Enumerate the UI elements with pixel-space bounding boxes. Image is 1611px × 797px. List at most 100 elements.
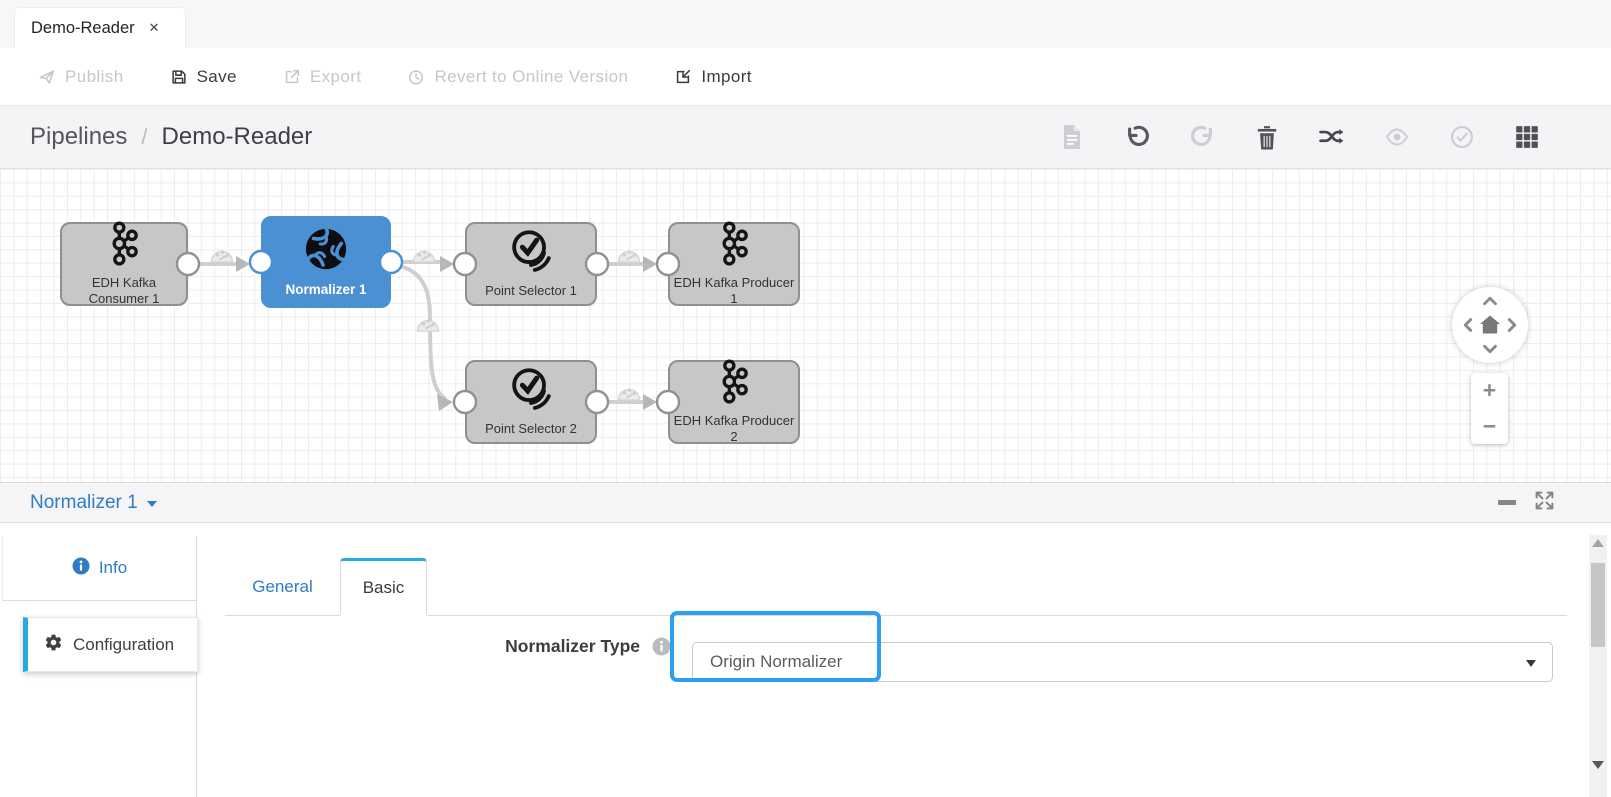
sidebar-item-info[interactable]: Info xyxy=(2,536,196,601)
validate-check-icon[interactable] xyxy=(1448,123,1476,151)
node-edh-kafka-producer-1[interactable]: EDH Kafka Producer 1 xyxy=(668,221,800,307)
kafka-icon xyxy=(107,221,141,270)
zoom-in-button[interactable]: + xyxy=(1482,377,1497,404)
scrollbar-thumb[interactable] xyxy=(1591,563,1605,647)
node-normalizer-1[interactable]: Normalizer 1 xyxy=(261,216,391,308)
breadcrumb-bar: Pipelines / Demo-Reader xyxy=(0,106,1611,169)
minimize-panel-icon[interactable] xyxy=(1498,500,1516,505)
arrowhead-icon xyxy=(643,256,657,272)
canvas-action-icons xyxy=(1058,106,1541,168)
save-label: Save xyxy=(196,66,237,86)
export-icon xyxy=(283,68,301,86)
sidebar-item-configuration[interactable]: Configuration xyxy=(23,617,198,672)
stage-panel-header: Normalizer 1 xyxy=(0,482,1611,523)
input-port[interactable] xyxy=(655,251,681,277)
input-port[interactable] xyxy=(452,389,478,415)
expand-panel-icon[interactable] xyxy=(1534,490,1555,516)
kafka-icon xyxy=(717,359,751,408)
home-icon[interactable] xyxy=(1477,312,1503,338)
pan-down-icon[interactable] xyxy=(1482,344,1498,357)
stage-selector[interactable]: Normalizer 1 xyxy=(30,483,157,522)
save-button[interactable]: Save xyxy=(170,67,237,87)
node-label: EDH Kafka Consumer 1 xyxy=(88,274,160,307)
close-icon[interactable]: ✕ xyxy=(148,20,160,35)
scroll-up-arrow-icon[interactable] xyxy=(1592,539,1604,547)
gauge-badge-icon xyxy=(617,387,641,401)
zoom-out-button[interactable]: − xyxy=(1482,412,1497,439)
import-icon xyxy=(674,68,692,86)
revert-button[interactable]: Revert to Online Version xyxy=(407,67,628,87)
sidebar-info-label: Info xyxy=(98,558,128,577)
arrowhead-icon xyxy=(643,394,657,410)
grid-view-icon[interactable] xyxy=(1513,123,1541,151)
normalizer-type-select[interactable]: Origin Normalizer xyxy=(692,642,1553,682)
pipeline-canvas[interactable]: EDH Kafka Consumer 1 Normalizer 1 Point … xyxy=(0,169,1611,482)
revert-label: Revert to Online Version xyxy=(434,66,629,86)
import-button[interactable]: Import xyxy=(674,67,752,87)
node-point-selector-2[interactable]: Point Selector 2 xyxy=(465,360,597,444)
stage-detail-panel: Info Configuration General Basic Normali… xyxy=(0,523,1611,797)
document-icon[interactable] xyxy=(1058,123,1086,151)
redo-icon[interactable] xyxy=(1188,123,1216,151)
preview-eye-icon[interactable] xyxy=(1383,123,1411,151)
canvas-navigator xyxy=(1452,287,1528,363)
node-label: Normalizer 1 xyxy=(285,281,367,297)
point-selector-check-icon xyxy=(509,367,553,415)
input-port[interactable] xyxy=(655,389,681,415)
tab-general[interactable]: General xyxy=(225,558,340,615)
panel-actions xyxy=(1498,483,1555,522)
pan-up-icon[interactable] xyxy=(1482,293,1498,306)
breadcrumb-pipelines-link[interactable]: Pipelines xyxy=(30,123,128,150)
sidebar-configuration-label: Configuration xyxy=(73,634,175,654)
export-label: Export xyxy=(309,66,362,86)
publish-button[interactable]: Publish xyxy=(38,67,124,87)
kafka-icon xyxy=(717,221,751,270)
output-port[interactable] xyxy=(584,389,610,415)
output-port[interactable] xyxy=(175,251,201,277)
zoom-controls: + − xyxy=(1471,373,1508,444)
input-port[interactable] xyxy=(452,251,478,277)
pan-right-icon[interactable] xyxy=(1507,317,1520,333)
node-edh-kafka-producer-2[interactable]: EDH Kafka Producer 2 xyxy=(668,359,800,445)
breadcrumb-separator: / xyxy=(141,124,148,149)
scroll-down-arrow-icon[interactable] xyxy=(1592,761,1604,769)
arrowhead-icon xyxy=(236,256,250,272)
tab-basic[interactable]: Basic xyxy=(340,558,427,615)
pan-left-icon[interactable] xyxy=(1460,317,1473,333)
pipeline-links-layer xyxy=(175,249,681,415)
arrowhead-icon xyxy=(437,394,453,411)
node-edh-kafka-consumer-1[interactable]: EDH Kafka Consumer 1 xyxy=(60,221,188,307)
publish-icon xyxy=(38,68,56,86)
node-label: EDH Kafka Producer 1 xyxy=(673,274,795,307)
node-label: Point Selector 2 xyxy=(485,420,577,436)
tab-divider xyxy=(427,615,1567,616)
node-point-selector-1[interactable]: Point Selector 1 xyxy=(465,222,597,306)
tab-general-label: General xyxy=(252,576,313,596)
breadcrumb-current: Demo-Reader xyxy=(161,123,313,150)
output-port[interactable] xyxy=(378,249,404,275)
undo-icon[interactable] xyxy=(1123,123,1151,151)
point-selector-check-icon xyxy=(509,229,553,277)
arrowhead-icon xyxy=(440,256,454,272)
gauge-badge-icon xyxy=(617,249,641,263)
tab-divider xyxy=(225,615,340,616)
shuffle-icon[interactable] xyxy=(1318,123,1346,151)
node-label: EDH Kafka Producer 2 xyxy=(673,412,795,445)
gauge-badge-icon xyxy=(412,249,436,263)
gauge-badge-icon xyxy=(210,249,234,263)
info-icon xyxy=(72,557,90,580)
vertical-scrollbar[interactable] xyxy=(1589,535,1607,797)
field-help-info-icon[interactable] xyxy=(652,637,671,656)
normalizer-type-label: Normalizer Type xyxy=(505,636,640,656)
input-port[interactable] xyxy=(248,249,274,275)
export-button[interactable]: Export xyxy=(283,67,362,87)
import-label: Import xyxy=(701,66,752,86)
gear-icon xyxy=(44,633,63,657)
stage-selector-label: Normalizer 1 xyxy=(30,491,138,513)
output-port[interactable] xyxy=(584,251,610,277)
tab-demo-reader[interactable]: Demo-Reader ✕ xyxy=(14,7,186,48)
delete-trash-icon[interactable] xyxy=(1253,123,1281,151)
document-tab-strip: Demo-Reader ✕ xyxy=(0,0,1611,48)
caret-down-icon xyxy=(146,501,157,507)
gauge-badge-icon xyxy=(416,318,440,332)
